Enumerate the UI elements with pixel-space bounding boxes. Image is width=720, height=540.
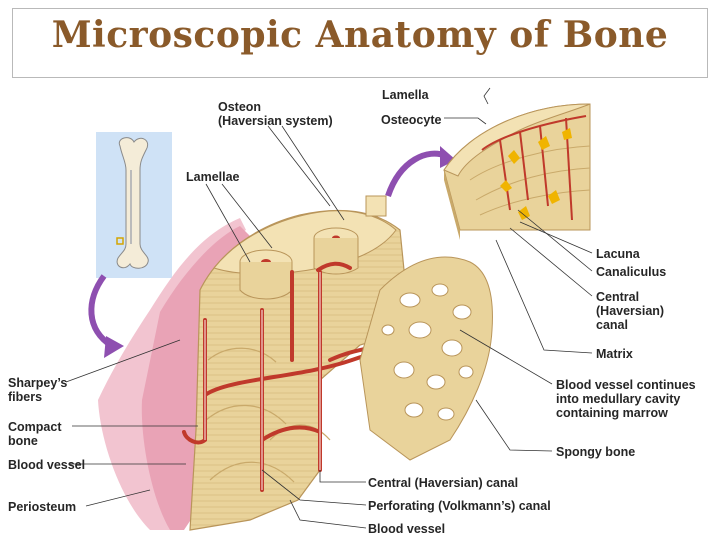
label-blood-vessel-bottom: Blood vessel — [368, 522, 446, 536]
label-central-canal-bottom: Central (Haversian) canal — [368, 476, 519, 490]
curved-arrow-icon — [88, 146, 456, 358]
label-spongy-bone: Spongy bone — [556, 445, 636, 459]
label-perforating-canal: Perforating (Volkmann’s) canal — [368, 499, 551, 513]
magnified-osteon — [443, 103, 591, 240]
label-lamellae: Lamellae — [186, 170, 240, 184]
label-compact-bone: Compact bone — [8, 420, 62, 448]
title-frame — [12, 8, 708, 78]
label-lacuna: Lacuna — [596, 247, 640, 261]
label-matrix: Matrix — [596, 347, 633, 361]
label-blood-vessel-continues: Blood vessel continues into medullary ca… — [556, 378, 696, 420]
label-canaliculus: Canaliculus — [596, 265, 667, 279]
label-central-canal-right: Central (Haversian) canal — [596, 290, 665, 332]
page-title: Microscopic Anatomy of Bone — [51, 14, 669, 56]
label-lamella: Lamella — [382, 88, 429, 102]
label-blood-vessel-left: Blood vessel — [8, 458, 86, 472]
label-osteon: Osteon (Haversian system) — [218, 100, 333, 128]
label-osteocyte: Osteocyte — [381, 113, 442, 127]
spongy-bone — [359, 256, 493, 461]
label-sharpeys-fibers: Sharpey’s fibers — [8, 376, 68, 404]
long-bone-icon — [96, 132, 172, 278]
label-periosteum: Periosteum — [8, 500, 77, 514]
